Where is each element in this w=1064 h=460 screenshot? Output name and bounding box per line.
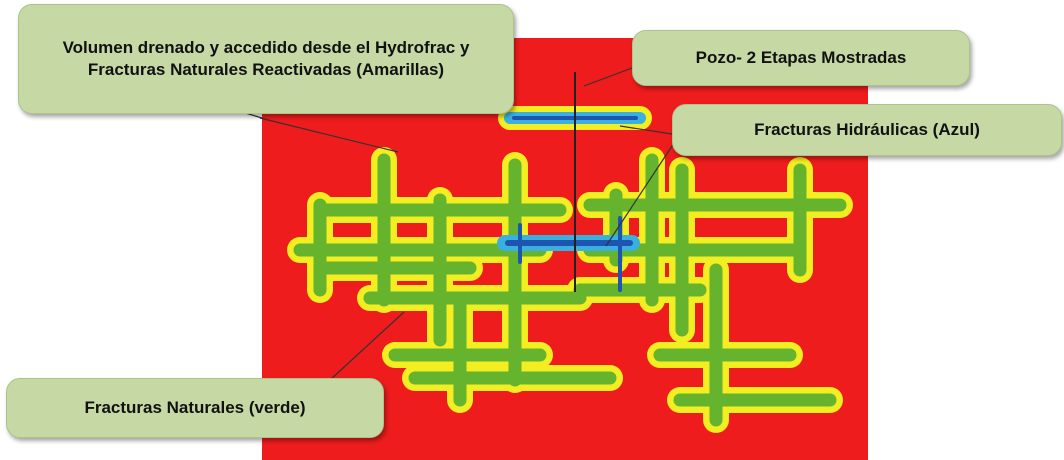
leader-lines — [241, 67, 677, 381]
callout-well: Pozo- 2 Etapas Mostradas — [632, 30, 970, 86]
callout-well-text: Pozo- 2 Etapas Mostradas — [695, 48, 907, 67]
leader-hidraulicas-1 — [619, 125, 673, 135]
leader-pozo — [583, 67, 633, 87]
leader-hidraulicas-2 — [605, 139, 677, 247]
callout-natural-fractures-text: Fracturas Naturales (verde) — [84, 398, 306, 417]
callout-drained-volume-text: Volumen drenado y accedido desde el Hydr… — [62, 38, 470, 79]
leader-naturales — [329, 311, 405, 381]
callout-hydraulic-fractures-text: Fracturas Hidráulicas (Azul) — [754, 120, 980, 139]
callout-hydraulic-fractures: Fracturas Hidráulicas (Azul) — [672, 104, 1062, 156]
callout-drained-volume: Volumen drenado y accedido desde el Hydr… — [18, 4, 514, 114]
callout-natural-fractures: Fracturas Naturales (verde) — [6, 378, 384, 438]
leader-volumen-1 — [259, 117, 399, 153]
